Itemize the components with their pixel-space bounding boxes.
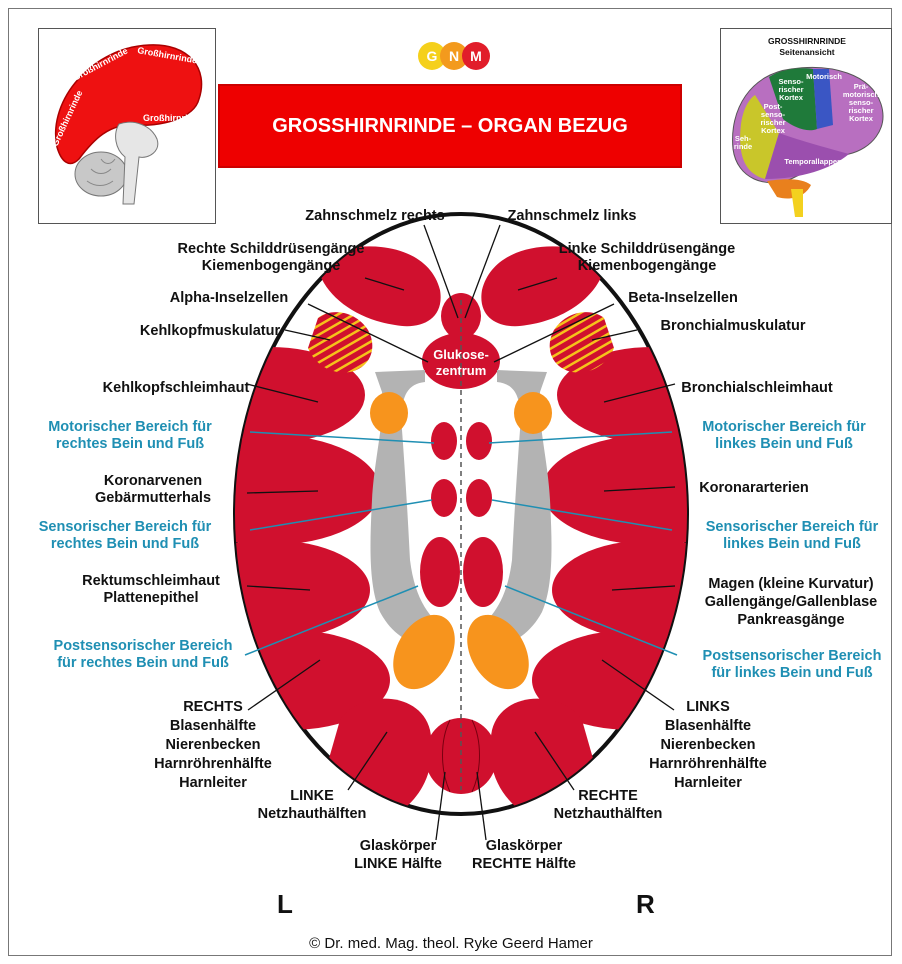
orange-small-right (514, 392, 552, 434)
gnm-logo: G N M (418, 42, 490, 70)
region-glaskoerper (425, 718, 497, 794)
label-links-5: Harnleiter (674, 775, 742, 791)
label-post-links-2: für linkes Bein und Fuß (711, 665, 872, 681)
glukose-label-2: zentrum (436, 363, 487, 378)
label-links-2: Blasenhälfte (665, 718, 751, 734)
label-glas-rechte-1: Glaskörper (486, 838, 563, 854)
label-netz-rechte-2: Netzhauthälften (554, 806, 663, 822)
label-glas-rechte-2: RECHTE Hälfte (472, 856, 576, 872)
lateral-brain-subtitle: Seitenansicht (779, 47, 834, 57)
sagittal-brain-box: Großhirnrinde Großhirnrinde Großhirnrind… (38, 28, 216, 224)
label-alpha: Alpha-Inselzellen (170, 290, 288, 306)
brain-region-sehrinde: Seh-rinde (734, 134, 752, 151)
label-schild-links-2: Kiemenbogengänge (578, 258, 717, 274)
label-netz-linke-1: LINKE (290, 788, 334, 804)
orange-large-right (467, 614, 529, 690)
label-magen-3: Pankreasgänge (737, 612, 844, 628)
label-post-rechts-2: für rechtes Bein und Fuß (57, 655, 229, 671)
motor-right-leg (431, 422, 457, 460)
label-schild-links-1: Linke Schilddrüsengänge (559, 241, 735, 257)
label-magen-1: Magen (kleine Kurvatur) (708, 576, 873, 592)
label-rektum-1: Rektumschleimhaut (82, 573, 220, 589)
region-zahnschmelz (441, 293, 481, 339)
post-right-leg (420, 537, 460, 607)
label-rechts-5: Harnleiter (179, 775, 247, 791)
logo-g: G (427, 48, 438, 64)
label-rechts-4: Harnröhrenhälfte (154, 756, 272, 772)
label-bronchialschleimhaut: Bronchialschleimhaut (681, 380, 833, 396)
label-sensor-rechts-1: Sensorischer Bereich für (39, 519, 212, 535)
label-motor-rechts-1: Motorischer Bereich für (48, 419, 212, 435)
label-koronarvenen-1: Koronarvenen (104, 473, 202, 489)
label-post-rechts-1: Postsensorischer Bereich (54, 638, 233, 654)
region-schild-rechts (320, 246, 441, 327)
lateral-brain-illustration: GROSSHIRNRINDE Seitenansicht Senso-risch… (732, 36, 884, 217)
label-beta: Beta-Inselzellen (628, 290, 738, 306)
label-motor-rechts-2: rechtes Bein und Fuß (56, 436, 204, 452)
label-schild-rechts-1: Rechte Schilddrüsengänge (178, 241, 365, 257)
copyright: © Dr. med. Mag. theol. Ryke Geerd Hamer (309, 935, 593, 952)
page-title: GROSSHIRNRINDE – ORGAN BEZUG (218, 84, 682, 168)
sagittal-brain-illustration: Großhirnrinde Großhirnrinde Großhirnrind… (50, 44, 204, 205)
sensor-right-leg (431, 479, 457, 517)
label-schild-rechts-2: Kiemenbogengänge (202, 258, 341, 274)
side-letter-left: L (277, 889, 293, 919)
label-glas-linke-1: Glaskörper (360, 838, 437, 854)
logo-circle-n (440, 42, 468, 70)
orange-small-left (370, 392, 408, 434)
brain-region-motorisch: Motorisch (806, 72, 842, 81)
label-magen-2: Gallengänge/Gallenblase (705, 594, 877, 610)
label-links-4: Harnröhrenhälfte (649, 756, 767, 772)
label-rechts-2: Blasenhälfte (170, 718, 256, 734)
outer-frame (8, 8, 892, 956)
side-letter-right: R (636, 889, 655, 919)
label-glas-linke-2: LINKE Hälfte (354, 856, 442, 872)
label-rechts-3: Nierenbecken (165, 737, 260, 753)
region-magen (552, 540, 687, 640)
label-rektum-2: Plattenepithel (103, 590, 198, 606)
pointer-lines (246, 224, 676, 841)
brain-label-3: Großhirnrinde (143, 113, 204, 123)
logo-circle-g (418, 42, 446, 70)
lateral-brain-title: GROSSHIRNRINDE (768, 36, 846, 46)
logo-m: M (470, 48, 482, 64)
region-rektum (235, 540, 370, 640)
orange-large-left (393, 614, 455, 690)
label-zahnschmelz-rechts: Zahnschmelz rechts (305, 208, 444, 224)
label-koronarvenen-2: Gebärmutterhals (95, 490, 211, 506)
blue-pointer-lines (244, 431, 678, 656)
label-kehlkopfmuskulatur: Kehlkopfmuskulatur (140, 323, 281, 339)
label-sensor-links-1: Sensorischer Bereich für (706, 519, 879, 535)
label-koronararterien: Koronararterien (699, 480, 809, 496)
post-left-leg (463, 537, 503, 607)
lateral-brain-box: GROSSHIRNRINDE Seitenansicht Senso-risch… (720, 28, 892, 224)
label-links-3: Nierenbecken (660, 737, 755, 753)
label-netz-linke-2: Netzhauthälften (258, 806, 367, 822)
region-bronchialschleimhaut (557, 347, 687, 443)
label-links-1: LINKS (686, 699, 730, 715)
label-kehlkopfschleimhaut: Kehlkopfschleimhaut (103, 380, 250, 396)
logo-circle-m (462, 42, 490, 70)
label-zahnschmelz-links: Zahnschmelz links (508, 208, 637, 224)
label-netz-rechte-1: RECHTE (578, 788, 638, 804)
label-post-links-1: Postsensorischer Bereich (703, 648, 882, 664)
label-motor-links-2: linkes Bein und Fuß (715, 436, 853, 452)
sensor-left-leg (466, 479, 492, 517)
region-glukosezentrum (422, 333, 500, 389)
label-sensor-links-2: linkes Bein und Fuß (723, 536, 861, 552)
label-sensor-rechts-2: rechtes Bein und Fuß (51, 536, 199, 552)
motor-left-leg (466, 422, 492, 460)
brain-region-temporal: Temporallappen (784, 157, 842, 166)
label-rechts-1: RECHTS (183, 699, 243, 715)
region-kehlkopfschleimhaut (235, 347, 365, 443)
label-bronchialmuskulatur: Bronchialmuskulatur (660, 318, 805, 334)
label-motor-links-1: Motorischer Bereich für (702, 419, 866, 435)
region-schild-links (481, 246, 602, 327)
logo-n: N (449, 48, 459, 64)
